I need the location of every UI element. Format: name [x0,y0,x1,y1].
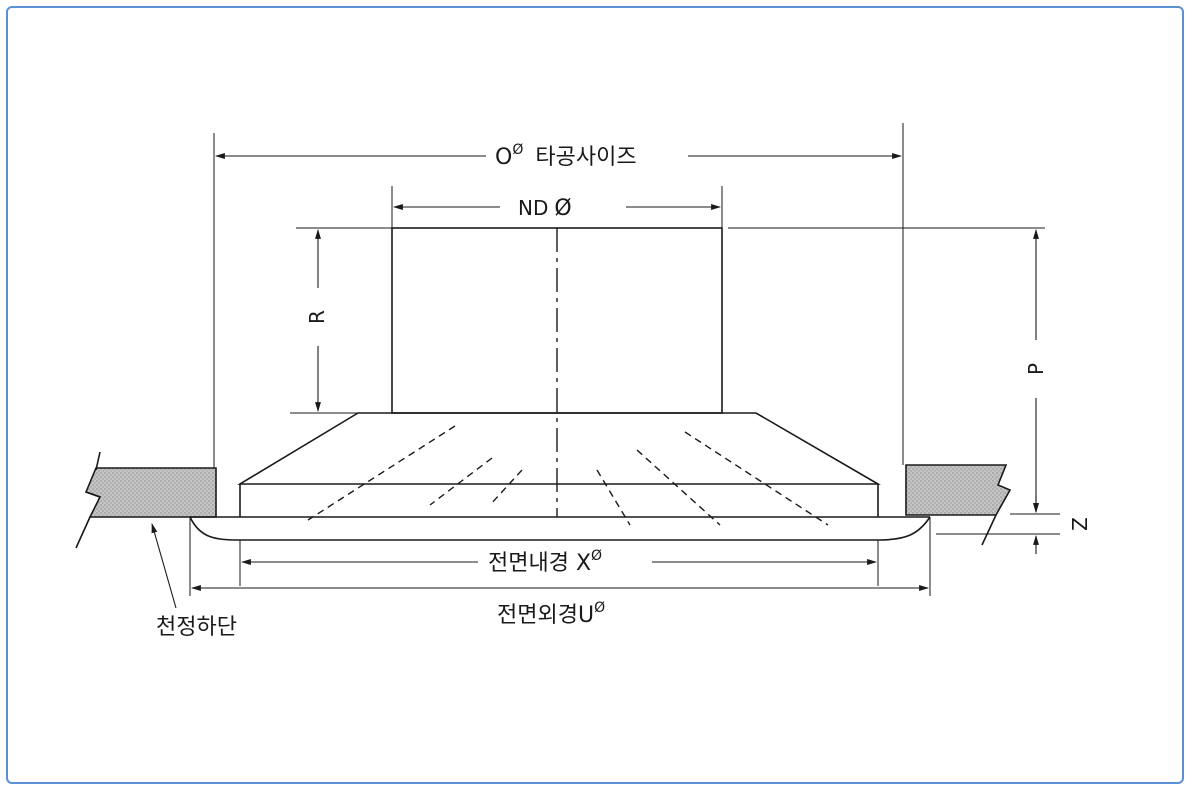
dimension-lines [151,153,1039,609]
extension-lines [189,123,1060,596]
ceiling-right [905,464,1012,546]
inner-cone-lines [307,425,829,526]
diagram-frame [6,6,1184,784]
face-inner-label: 전면내경 XØ [488,548,602,576]
face-outer-label: 전면외경UØ [497,600,605,628]
r-label: R [305,310,329,324]
p-label: P [1024,363,1048,375]
z-label: Z [1068,517,1092,531]
ceiling-bottom-label: 천정하단 [156,615,237,640]
ceiling-left [75,451,217,549]
diffuser-cone [189,412,931,541]
